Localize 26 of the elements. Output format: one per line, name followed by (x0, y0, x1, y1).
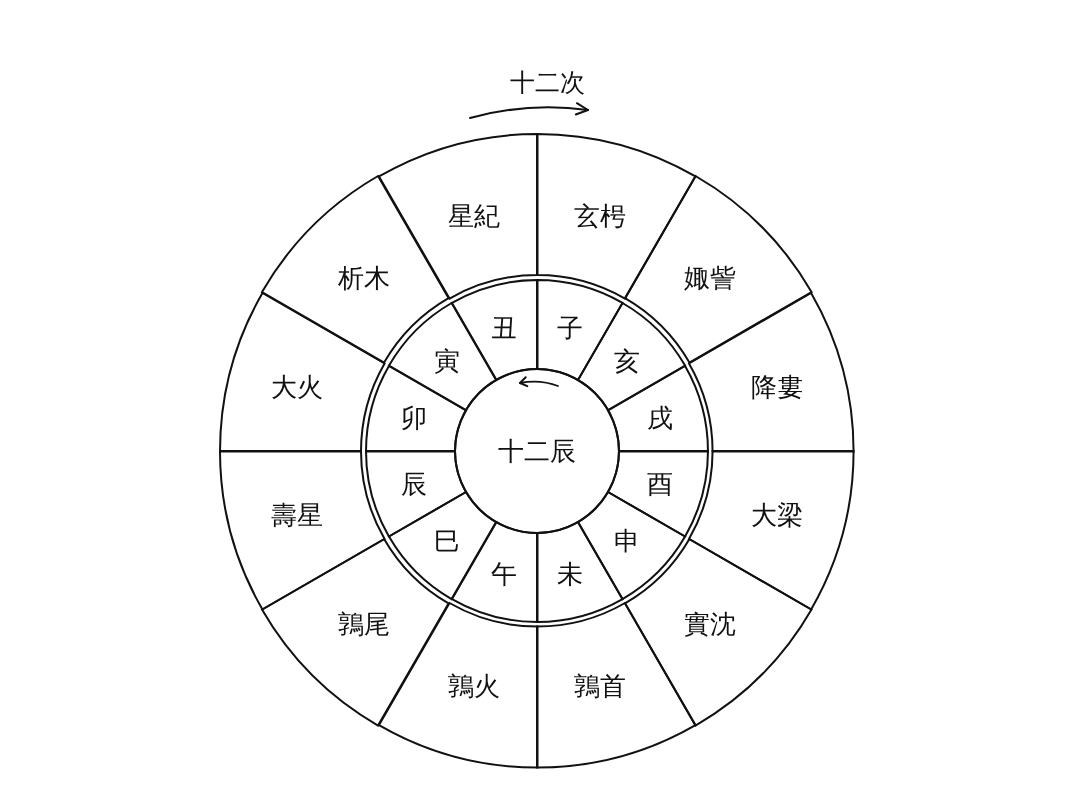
sector-label: 鶉火 (448, 672, 501, 699)
sector-label: 析木 (337, 264, 390, 291)
sector-label: 降婁 (750, 373, 803, 400)
sector-label: 玄枵 (573, 203, 626, 230)
sector-label: 子 (556, 315, 583, 342)
sector-label: 丑 (491, 315, 518, 342)
sector-label: 大梁 (750, 502, 803, 529)
sector-label: 卯 (401, 405, 428, 432)
sector-label: 寅 (434, 348, 461, 375)
sector-label: 亥 (613, 348, 640, 375)
sector-label: 鶉首 (573, 672, 626, 699)
sector-label: 巳 (434, 527, 461, 554)
sector-label: 實沈 (684, 611, 737, 638)
sector-label: 酉 (646, 470, 673, 497)
sector-label: 星紀 (448, 203, 501, 230)
sector-label: 午 (491, 560, 518, 587)
center-label: 十二辰 (498, 438, 576, 464)
sector-label: 辰 (401, 470, 428, 497)
sector-label: 壽星 (271, 502, 324, 529)
sector-label: 未 (556, 560, 583, 587)
arrow-label: 十二次 (509, 69, 585, 95)
sector-label: 娵訾 (684, 264, 737, 291)
sector-label: 戌 (646, 405, 673, 432)
sector-label: 大火 (271, 373, 324, 400)
sector-label: 鶉尾 (337, 611, 390, 638)
sector-label: 申 (613, 527, 640, 554)
